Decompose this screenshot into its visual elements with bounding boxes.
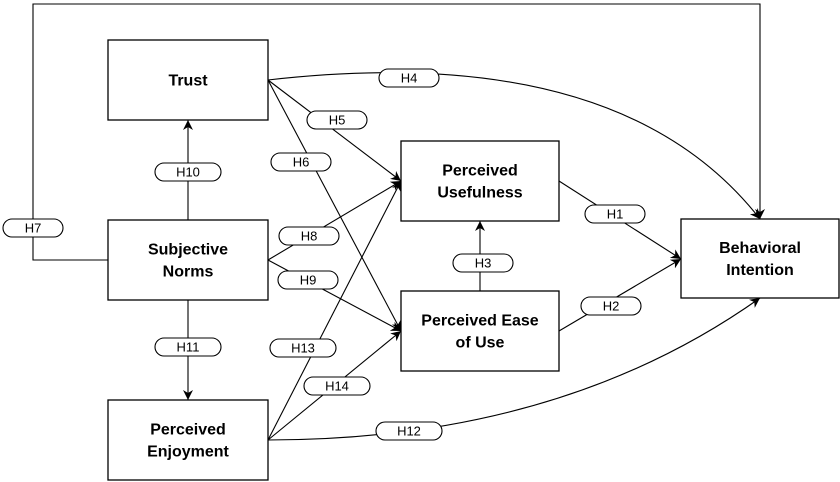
edge-label-h11: H11 — [154, 337, 222, 357]
node-box — [400, 290, 560, 372]
edge-label-h7: H7 — [2, 218, 64, 238]
node-trust: Trust — [107, 39, 269, 121]
edge-h7 — [32, 3, 765, 261]
edge-label-h12: H12 — [375, 421, 443, 441]
edge-label-pill — [303, 376, 371, 396]
edge-label-pill — [580, 296, 642, 316]
node-label-line: Intention — [726, 262, 794, 279]
edge-label-pill — [154, 162, 222, 182]
node-label-line: Subjective — [148, 242, 228, 259]
node-label-line: Usefulness — [437, 185, 522, 202]
edge-label-pill — [278, 226, 340, 246]
edge-label-pill — [154, 337, 222, 357]
edge-label-pill — [452, 253, 514, 273]
node-box — [400, 140, 560, 222]
edge-label-h1: H1 — [584, 204, 646, 224]
edge-label-text: H3 — [475, 256, 492, 271]
edge-label-pill — [378, 68, 440, 88]
edge-label-text: H10 — [176, 165, 200, 180]
node-perceived-ease-of-use: Perceived Ease of Use — [400, 290, 560, 372]
node-label-line: of Use — [456, 335, 505, 352]
node-label-line: Perceived — [150, 422, 226, 439]
edge-h4 — [267, 72, 761, 220]
node-label-line: Behavioral — [719, 240, 801, 257]
node-label-line: Trust — [168, 73, 208, 90]
edge-label-text: H8 — [301, 229, 318, 244]
node-box — [107, 399, 269, 481]
edge-label-h13: H13 — [269, 338, 337, 358]
edge-label-h9: H9 — [277, 270, 339, 290]
edge-label-pill — [375, 421, 443, 441]
edge-h13 — [267, 180, 402, 441]
edge-h2 — [558, 258, 682, 332]
edge-label-pill — [584, 204, 646, 224]
node-box — [107, 219, 269, 301]
edge-label-text: H7 — [25, 221, 42, 236]
edge-label-text: H2 — [603, 299, 620, 314]
edge-h8 — [267, 180, 402, 261]
edge-label-h14: H14 — [303, 376, 371, 396]
node-box — [680, 218, 840, 299]
edge-label-h8: H8 — [278, 226, 340, 246]
edge-label-text: H1 — [607, 207, 624, 222]
edge-label-h6: H6 — [270, 152, 332, 172]
edge-label-text: H9 — [300, 273, 317, 288]
edge-label-pill — [2, 218, 64, 238]
edge-label-text: H13 — [291, 341, 315, 356]
edge-label-h2: H2 — [580, 296, 642, 316]
edge-h12 — [267, 297, 761, 441]
edge-label-h10: H10 — [154, 162, 222, 182]
edge-h6 — [267, 79, 402, 332]
edge-label-h3: H3 — [452, 253, 514, 273]
edge-label-text: H6 — [293, 155, 310, 170]
edge-label-pill — [306, 110, 368, 130]
edge-label-text: H4 — [401, 71, 418, 86]
edge-h5 — [267, 79, 402, 182]
edge-label-text: H12 — [397, 424, 421, 439]
edge-label-text: H14 — [325, 379, 349, 394]
node-label-line: Perceived — [442, 163, 518, 180]
node-box — [107, 39, 269, 121]
edge-label-pill — [269, 338, 337, 358]
edge-label-h5: H5 — [306, 110, 368, 130]
edge-label-pill — [270, 152, 332, 172]
node-label-line: Norms — [163, 264, 214, 281]
node-label-line: Perceived Ease — [421, 313, 539, 330]
edge-label-text: H5 — [329, 113, 346, 128]
node-label-line: Enjoyment — [147, 444, 229, 461]
edge-label-h4: H4 — [378, 68, 440, 88]
edge-label-text: H11 — [177, 340, 200, 355]
edge-label-pill — [277, 270, 339, 290]
